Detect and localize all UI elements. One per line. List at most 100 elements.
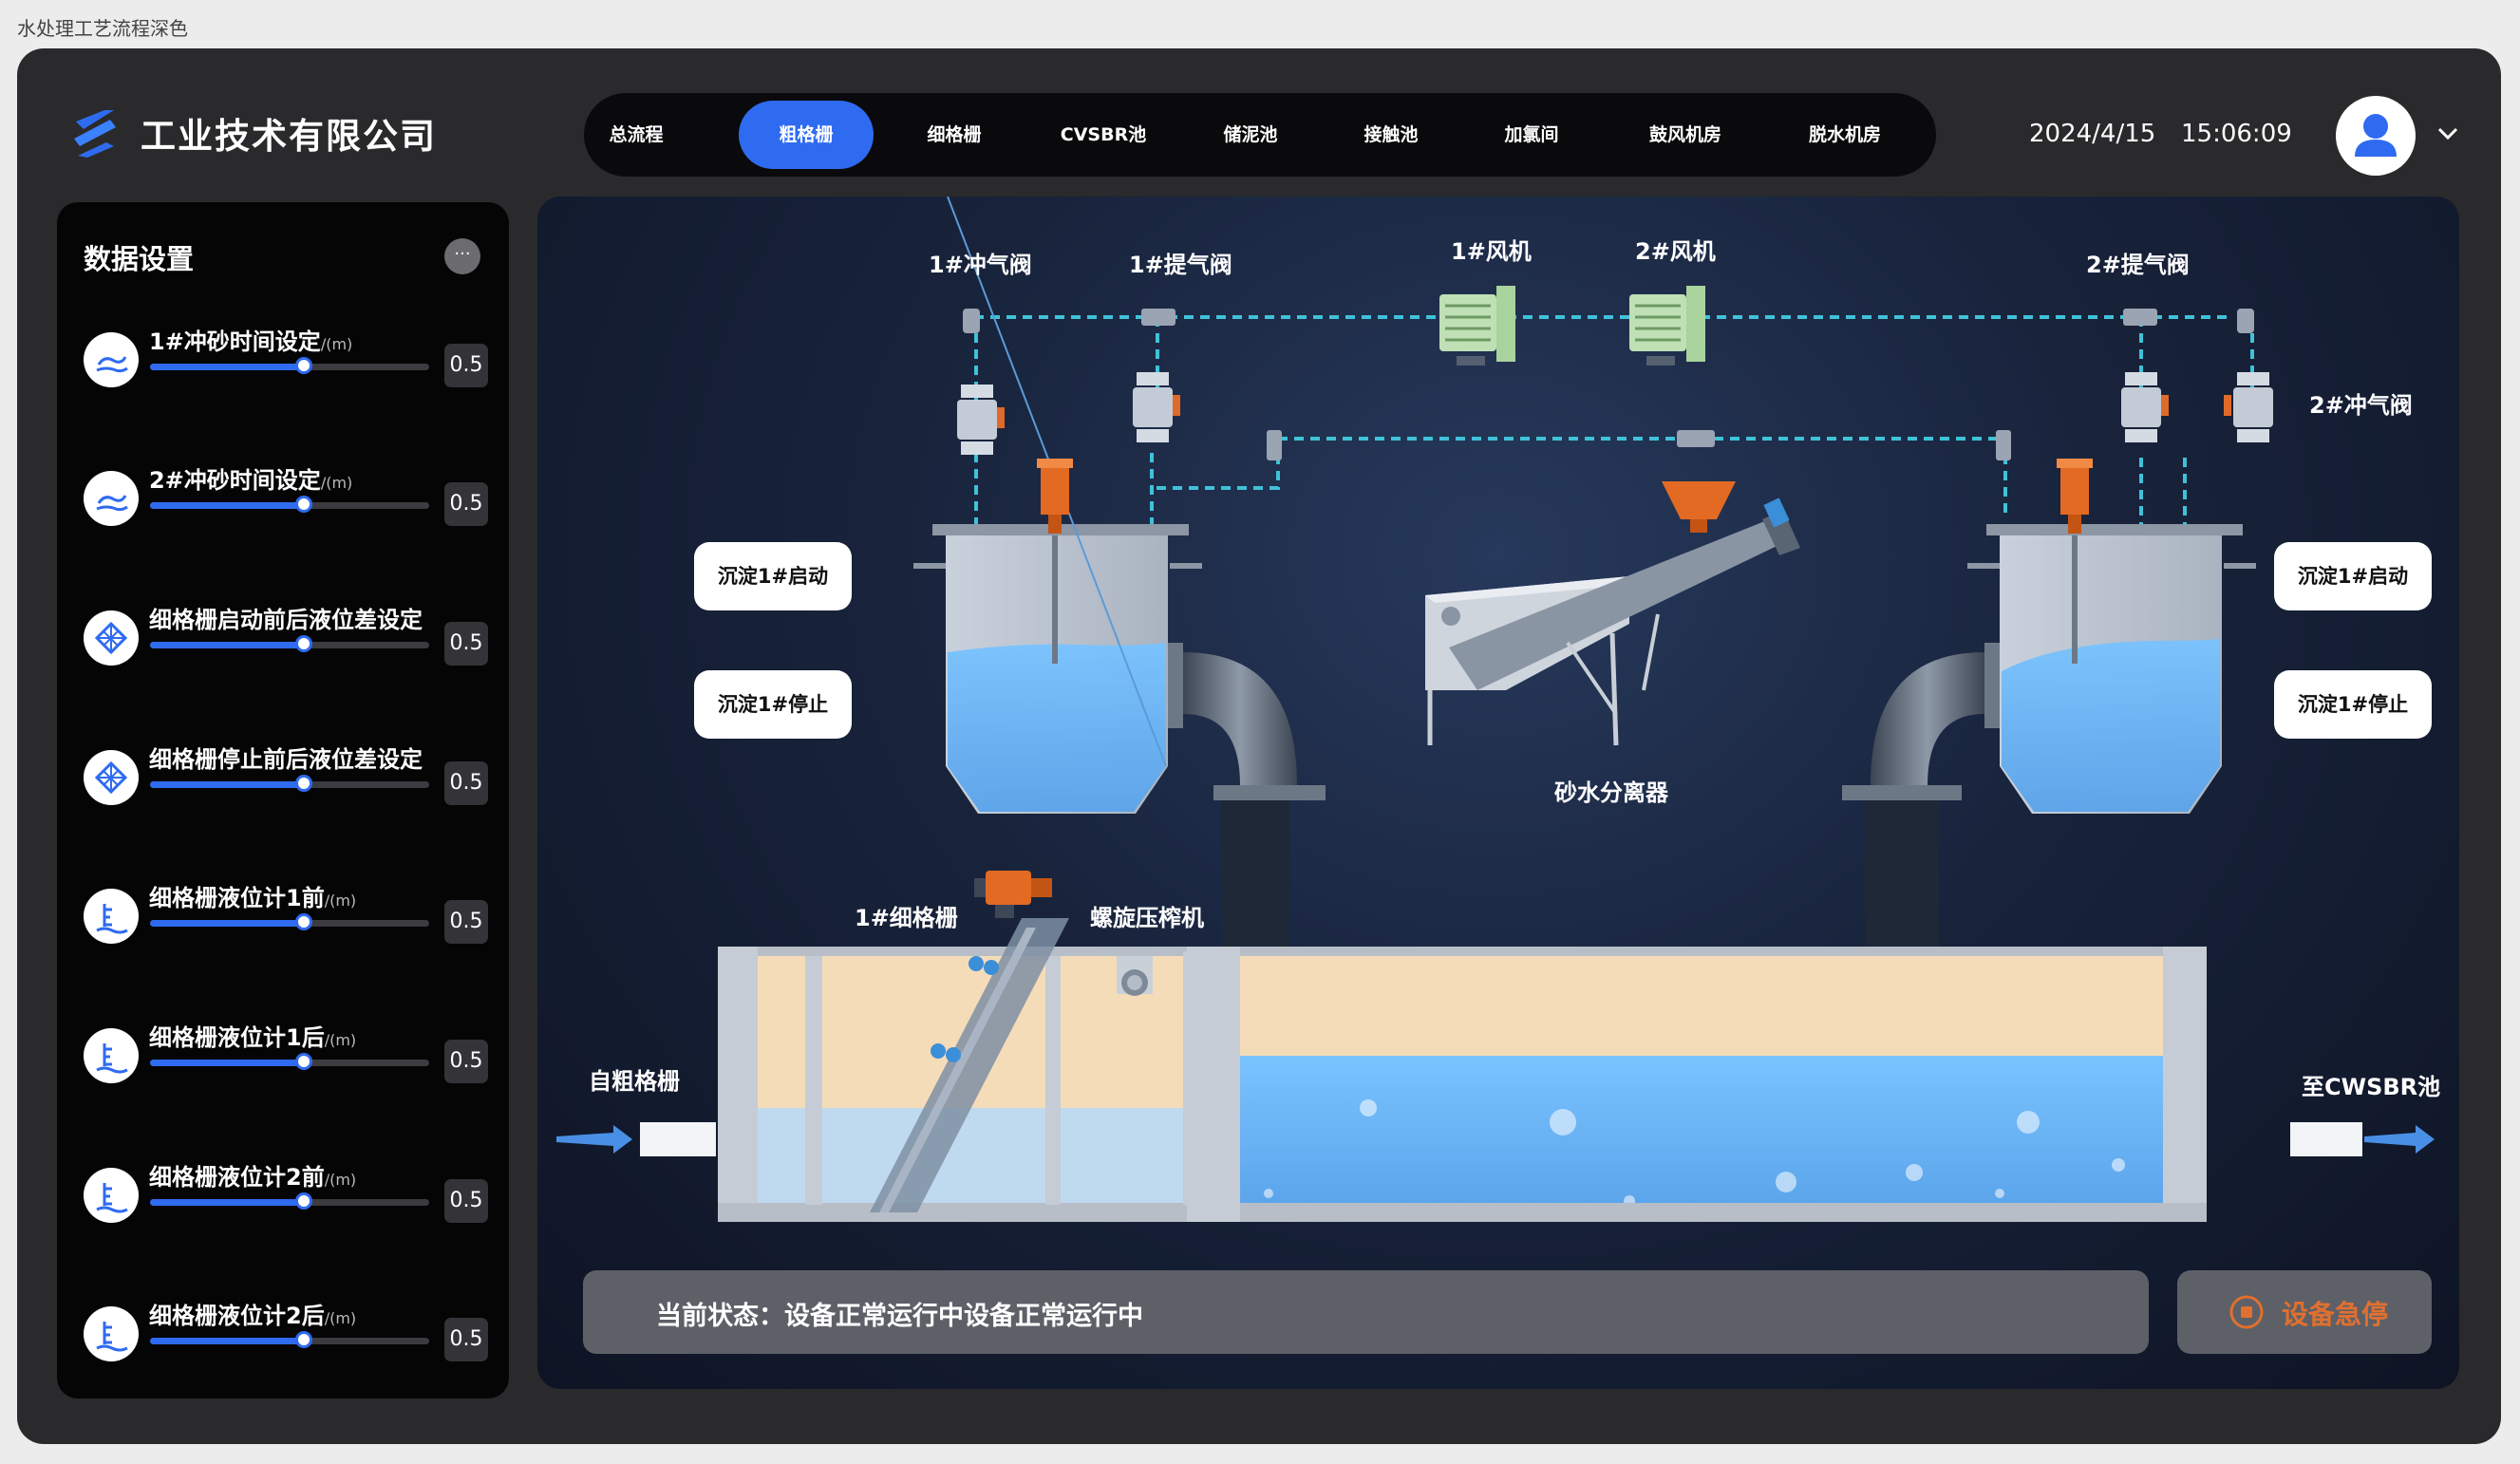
- tab-sludge-tank[interactable]: 储泥池: [1223, 124, 1278, 145]
- status-text: 当前状态：设备正常运行中设备正常运行中: [656, 1302, 1143, 1331]
- fan-1-label: 1#风机: [1451, 238, 1532, 265]
- slider-handle[interactable]: [294, 635, 312, 652]
- setting-icon: [84, 471, 139, 526]
- tab-chlorination[interactable]: 加氯间: [1504, 124, 1559, 145]
- setting-unit: /(m): [320, 335, 353, 353]
- setting-value[interactable]: 0.5: [444, 1318, 488, 1361]
- setting-unit: /(m): [324, 892, 357, 910]
- setting-value[interactable]: 0.5: [444, 1179, 488, 1223]
- setting-value[interactable]: 0.5: [444, 344, 488, 387]
- slider-handle[interactable]: [294, 357, 312, 374]
- slider-handle[interactable]: [294, 1053, 312, 1070]
- slider-fill: [150, 502, 304, 509]
- setting-slider[interactable]: [150, 357, 429, 374]
- setting-icon: [84, 1028, 139, 1083]
- settling-tank-right: [1842, 459, 2256, 952]
- avatar[interactable]: [2336, 96, 2416, 176]
- emergency-stop-button[interactable]: 设备急停: [2177, 1270, 2432, 1354]
- chevron-down-icon[interactable]: [2435, 122, 2460, 146]
- hopper: [1662, 481, 1736, 533]
- valve-flush-1: [957, 385, 1005, 455]
- tab-dewatering[interactable]: 脱水机房: [1808, 124, 1881, 145]
- setting-slider[interactable]: [150, 496, 429, 513]
- process-diagram: 1#冲气阀 1#提气阀 1#风机 2#风机 2#提气阀 2#冲气阀 砂水分离器 …: [537, 197, 2459, 1389]
- valve-flush-2-label: 2#冲气阀: [2309, 392, 2413, 419]
- outlet-pipe: [2290, 1122, 2435, 1156]
- setting-label: 细格栅液位计1后/(m): [149, 1019, 356, 1052]
- sand-water-separator: [1425, 497, 1800, 746]
- valve-flush-2: [2224, 372, 2273, 442]
- setting-value[interactable]: 0.5: [444, 622, 488, 666]
- slider-fill: [150, 1338, 304, 1344]
- level-gauge-icon: [96, 904, 128, 934]
- status-bar: 当前状态：设备正常运行中设备正常运行中: [583, 1270, 2149, 1354]
- tab-fine-screen[interactable]: 细格栅: [927, 124, 982, 145]
- setting-slider[interactable]: [150, 1053, 429, 1070]
- setting-slider[interactable]: [150, 775, 429, 792]
- fine-screen: [870, 871, 1069, 1212]
- setting-slider[interactable]: [150, 913, 429, 930]
- setting-unit: /(m): [324, 1309, 357, 1327]
- page-label: 水处理工艺流程深色: [17, 17, 188, 40]
- inlet-label: 自粗格栅: [589, 1068, 680, 1095]
- emergency-stop-label: 设备急停: [2282, 1299, 2389, 1330]
- setting-row: 细格栅液位计1后/(m) 0.5: [84, 1009, 492, 1095]
- tab-overview[interactable]: 总流程: [609, 124, 664, 145]
- slider-fill: [150, 1060, 304, 1066]
- slider-handle[interactable]: [294, 913, 312, 930]
- setting-unit: /(m): [324, 1171, 357, 1189]
- current-time: 15:06:09: [2181, 120, 2292, 148]
- tab-contact-tank[interactable]: 接触池: [1363, 124, 1419, 145]
- left-stop-button[interactable]: 沉淀1#停止: [694, 670, 852, 739]
- left-start-button[interactable]: 沉淀1#启动: [694, 542, 852, 610]
- slider-handle[interactable]: [294, 1192, 312, 1210]
- slider-handle[interactable]: [294, 496, 312, 513]
- setting-value[interactable]: 0.5: [444, 900, 488, 944]
- setting-label: 细格栅停止前后液位差设定: [149, 741, 423, 774]
- setting-label: 细格栅液位计2前/(m): [149, 1158, 356, 1192]
- setting-icon: [84, 1168, 139, 1223]
- fan-2: [1629, 286, 1705, 366]
- valve-flush-1-label: 1#冲气阀: [929, 252, 1032, 278]
- current-date: 2024/4/15: [2029, 120, 2156, 148]
- right-stop-button[interactable]: 沉淀1#停止: [2274, 670, 2432, 739]
- setting-value[interactable]: 0.5: [444, 482, 488, 526]
- setting-label-text: 细格栅液位计2后: [149, 1303, 325, 1329]
- top-nav: 总流程 粗格栅 细格栅 CVSBR池 储泥池 接触池 加氯间 鼓风机房 脱水机房: [584, 93, 1936, 177]
- setting-slider[interactable]: [150, 1192, 429, 1210]
- setting-row: 2#冲砂时间设定/(m)0.5: [84, 452, 492, 537]
- setting-value[interactable]: 0.5: [444, 1040, 488, 1083]
- setting-row: 细格栅液位计2前/(m) 0.5: [84, 1149, 492, 1234]
- setting-label-text: 细格栅液位计1前: [149, 885, 325, 911]
- grid-icon: [94, 621, 128, 655]
- setting-label-text: 细格栅启动前后液位差设定: [149, 607, 423, 633]
- inlet-pipe: [556, 1122, 716, 1156]
- settling-tank-left: [913, 197, 1326, 952]
- setting-label-text: 2#冲砂时间设定: [149, 467, 321, 494]
- setting-slider[interactable]: [150, 1331, 429, 1348]
- setting-label: 细格栅液位计1前/(m): [149, 879, 356, 912]
- setting-row: 细格栅液位计2后/(m) 0.5: [84, 1287, 492, 1373]
- slider-handle[interactable]: [294, 1331, 312, 1348]
- setting-icon: [84, 750, 139, 805]
- more-button[interactable]: ···: [444, 238, 480, 274]
- setting-label-text: 细格栅液位计1后: [149, 1024, 325, 1051]
- setting-slider[interactable]: [150, 635, 429, 652]
- setting-row: 1#冲砂时间设定/(m) 0.5: [84, 313, 492, 399]
- setting-icon: [84, 1306, 139, 1361]
- setting-value[interactable]: 0.5: [444, 761, 488, 805]
- setting-icon: [84, 332, 139, 387]
- tab-blower-room[interactable]: 鼓风机房: [1648, 124, 1721, 145]
- tab-coarse-screen[interactable]: 粗格栅: [739, 101, 874, 169]
- grid-icon: [94, 760, 128, 795]
- valve-lift-1: [1133, 372, 1180, 442]
- sand-flush-icon: [96, 356, 128, 373]
- tab-cvsbr[interactable]: CVSBR池: [1060, 124, 1147, 145]
- level-gauge-icon: [96, 1043, 128, 1074]
- setting-label: 1#冲砂时间设定/(m): [149, 323, 352, 356]
- company-name: 工业技术有限公司: [141, 116, 437, 157]
- level-gauge-icon: [96, 1322, 128, 1352]
- company-logo: 工业技术有限公司: [66, 104, 437, 161]
- slider-handle[interactable]: [294, 775, 312, 792]
- right-start-button[interactable]: 沉淀1#启动: [2274, 542, 2432, 610]
